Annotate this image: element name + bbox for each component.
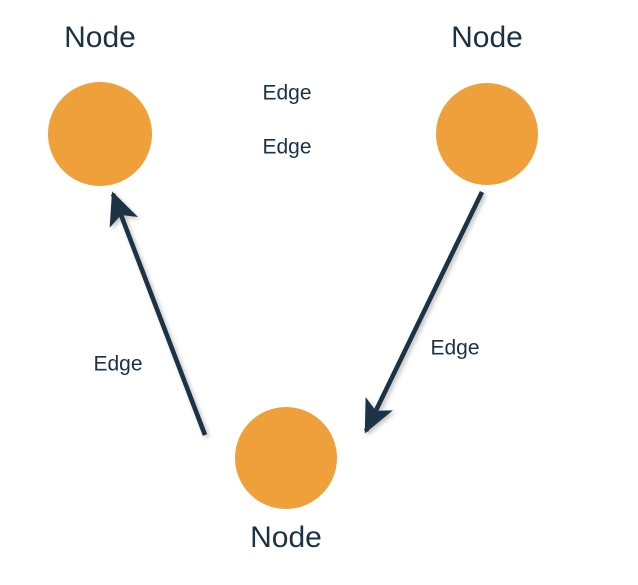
node-circle-n1[interactable] — [48, 82, 152, 186]
edge-line-e4[interactable] — [109, 191, 208, 436]
node-label-n2: Node — [451, 21, 523, 54]
edge-line-e3[interactable] — [363, 190, 485, 434]
node-circle-n3[interactable] — [235, 407, 337, 509]
edge-label-e3: Edge — [430, 336, 480, 360]
nodes-layer — [48, 82, 538, 509]
edge-label-e2: Edge — [262, 135, 312, 159]
node-label-n3: Node — [250, 521, 322, 554]
node-label-n1: Node — [64, 21, 136, 54]
edges-layer — [109, 102, 485, 436]
node-circle-n2[interactable] — [436, 83, 538, 185]
edge-label-e1: Edge — [262, 81, 312, 105]
edge-label-e4: Edge — [93, 352, 143, 376]
